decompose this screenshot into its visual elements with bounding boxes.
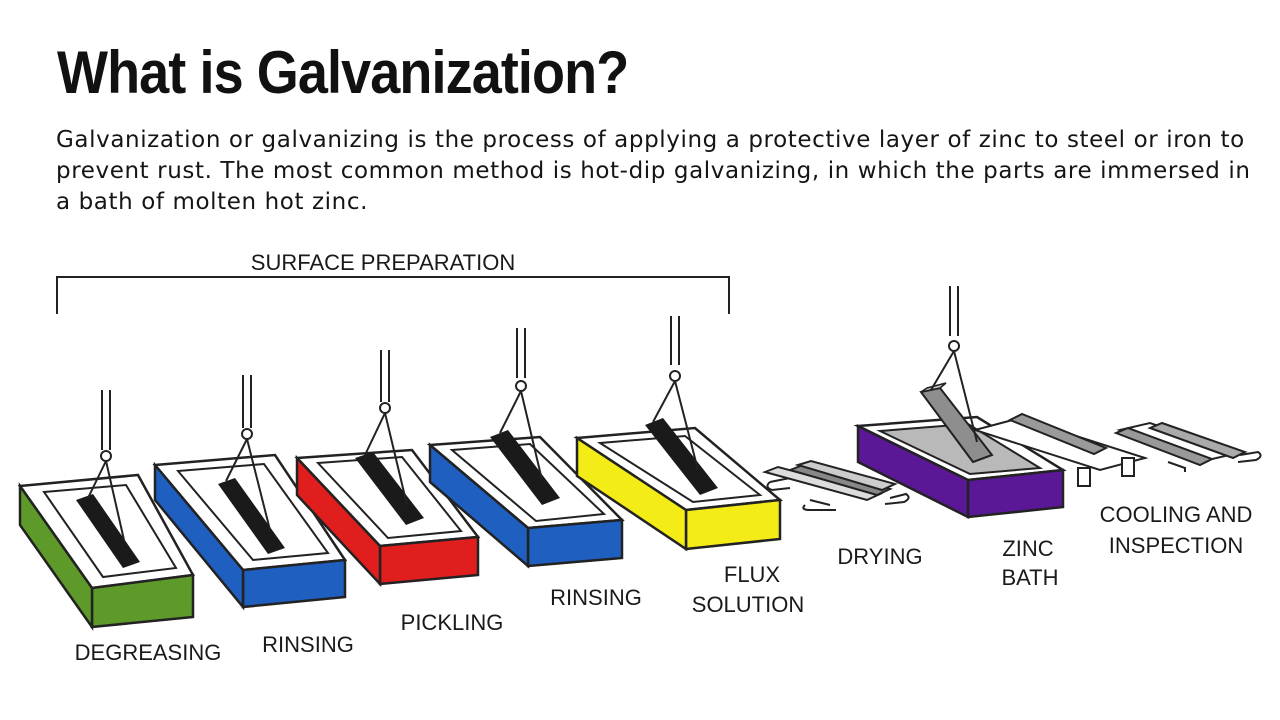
drying-rack	[761, 459, 910, 511]
step-label-cooling-line-2: INSPECTION	[1109, 533, 1243, 558]
step-label-zinc-line-2: BATH	[1001, 565, 1058, 590]
degreasing-tank	[17, 390, 195, 631]
tank-side-left	[153, 461, 245, 611]
tank-side-left	[295, 454, 382, 588]
surface-preparation-label: SURFACE PREPARATION	[251, 250, 515, 275]
rinsing-tank-2	[426, 328, 625, 569]
flux-solution-tank	[573, 316, 784, 552]
surface-preparation-bracket: SURFACE PREPARATION	[56, 250, 730, 314]
zinc-bath-tank	[853, 286, 1149, 520]
cooling-rack	[1113, 421, 1262, 472]
step-label-cooling-line-1: COOLING AND	[1100, 502, 1253, 527]
tank-side-front	[684, 498, 782, 551]
step-label-flux-line-2: SOLUTION	[692, 592, 804, 617]
page-title: What is Galvanization?	[57, 39, 629, 106]
tank-side-front	[378, 535, 480, 586]
step-label-pickling: PICKLING	[401, 610, 504, 635]
tank-side-left	[428, 442, 530, 569]
step-label-rinsing-2: RINSING	[550, 585, 642, 610]
tank-side-left	[18, 482, 94, 631]
step-label-degreasing: DEGREASING	[75, 640, 222, 665]
intro-paragraph: Galvanization or galvanizing is the proc…	[56, 127, 1251, 215]
tank-side-front	[526, 518, 624, 568]
pickling-tank	[294, 350, 481, 588]
tank-side-left	[856, 423, 970, 520]
step-label-rinsing-1: RINSING	[262, 632, 354, 657]
rinsing-tank-1	[152, 375, 348, 611]
step-label-flux-line-1: FLUX	[724, 562, 781, 587]
step-label-zinc-line-1: ZINC	[1002, 536, 1053, 561]
tank-side-left	[575, 435, 688, 552]
step-label-drying: DRYING	[837, 544, 922, 569]
